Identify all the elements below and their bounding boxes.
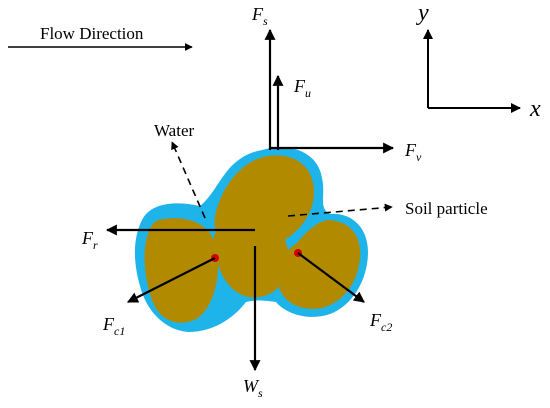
water-label: Water xyxy=(154,121,194,140)
force-label-fu: Fu xyxy=(293,76,311,100)
soil-particle-bridge xyxy=(214,228,289,298)
x-axis-label: x xyxy=(529,96,541,122)
coordinate-axes: y x xyxy=(416,0,541,122)
soil-particle-top xyxy=(214,155,314,252)
soil-particle-label: Soil particle xyxy=(405,199,488,218)
force-label-fv: Fv xyxy=(404,140,422,164)
force-label-ws: Ws xyxy=(243,376,263,400)
y-axis-label: y xyxy=(416,0,429,26)
force-arrow-fc2 xyxy=(297,252,365,303)
soil-particle-left xyxy=(144,218,218,323)
force-label-fs: Fs xyxy=(251,4,268,28)
water-leader-line xyxy=(171,141,206,219)
soil-particle-right xyxy=(276,220,361,309)
soil-particles xyxy=(144,155,361,323)
force-label-fc1: Fc1 xyxy=(102,314,125,338)
force-label-fr: Fr xyxy=(81,228,98,252)
force-label-fc2: Fc2 xyxy=(369,310,392,334)
soil-leader-line xyxy=(287,203,393,217)
flow-direction-label: Flow Direction xyxy=(40,24,144,43)
force-arrow-fc1 xyxy=(127,257,216,303)
